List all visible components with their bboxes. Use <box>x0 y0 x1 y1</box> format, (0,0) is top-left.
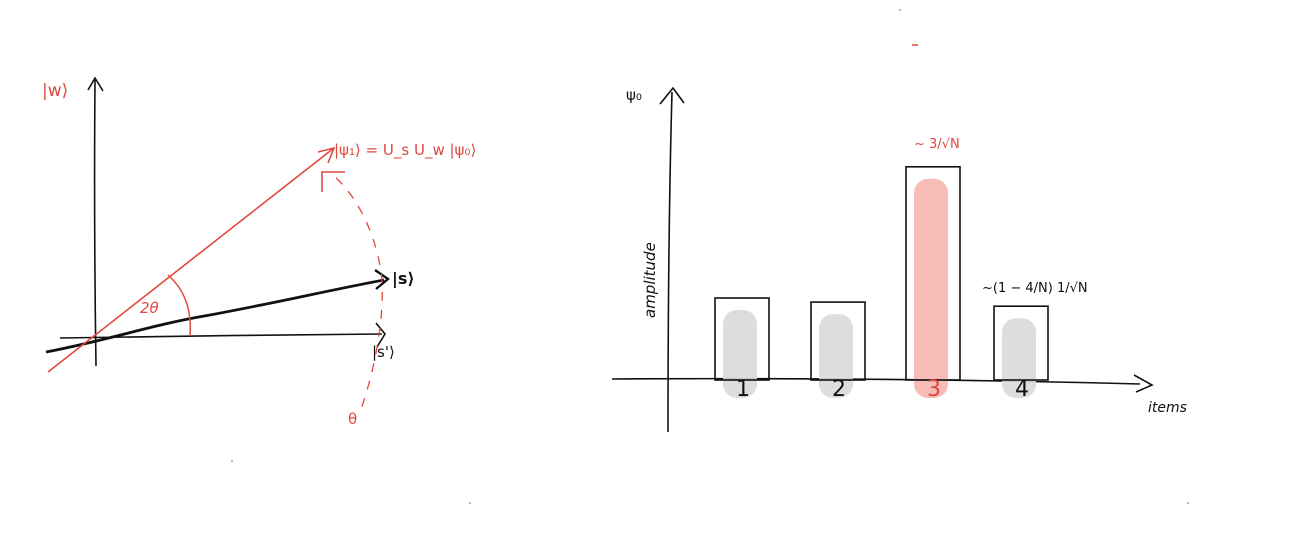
angle-arc <box>167 274 192 337</box>
y-axis-label: amplitude <box>641 242 659 318</box>
rotation-diagram: |w⟩ |ψ₁⟩ = U_s U_w |ψ₀⟩ |s⟩ |s'⟩ 2θ θ <box>42 76 476 428</box>
bar-fill-2 <box>819 314 853 398</box>
s-state-arrowhead <box>374 269 390 290</box>
y-axis <box>667 91 673 433</box>
y-axis-arrowhead <box>659 86 685 105</box>
category-label-3: 3 <box>927 377 941 402</box>
x-axis-label: items <box>1148 400 1187 416</box>
bar-fill-4 <box>1002 318 1036 398</box>
bar-3 <box>905 166 961 381</box>
bar-fill-1 <box>723 310 757 398</box>
bar-fill-3 <box>914 178 948 398</box>
s-state-label: |s⟩ <box>392 269 415 289</box>
s-prime-axis <box>59 333 383 339</box>
w-axis-label: |w⟩ <box>42 81 68 101</box>
w-axis-arrowhead <box>87 76 104 92</box>
angle-label: 2θ <box>140 299 159 317</box>
psi1-vector <box>47 147 335 373</box>
y-axis-symbol: ψ₀ <box>626 86 642 104</box>
psi1-arrowhead <box>317 146 336 164</box>
peak-annotation: ~ 3/√N <box>914 137 960 152</box>
rotation-arc-dashed <box>335 177 383 413</box>
category-label-4: 4 <box>1015 377 1029 402</box>
stray-dot <box>899 9 901 11</box>
theta-label: θ <box>348 410 357 428</box>
x-axis-arrowhead <box>1133 374 1154 393</box>
stray-dot <box>1187 502 1189 504</box>
x-axis <box>611 377 1141 385</box>
other-annotation: ~(1 − 4/N) 1/√N <box>982 281 1088 296</box>
bars-group: 1 2 3 4 <box>714 166 1049 402</box>
bar-1 <box>714 297 770 381</box>
s-state-vector <box>45 278 385 354</box>
category-label-1: 1 <box>736 377 750 402</box>
stray-dot <box>469 502 471 504</box>
arc-tick-mark <box>321 171 345 192</box>
amplitude-chart: 1 2 3 4 ψ₀ amplitude items ~ 3/√N ~(1 − 4/N… <box>611 86 1187 433</box>
bar-2 <box>810 301 866 381</box>
s-prime-arrowhead <box>375 322 386 348</box>
category-label-2: 2 <box>832 377 846 402</box>
stray-dot <box>231 460 233 462</box>
bar-4 <box>993 305 1049 381</box>
w-axis <box>93 79 97 367</box>
psi1-label: |ψ₁⟩ = U_s U_w |ψ₀⟩ <box>334 141 476 160</box>
s-prime-label: |s'⟩ <box>372 343 395 361</box>
